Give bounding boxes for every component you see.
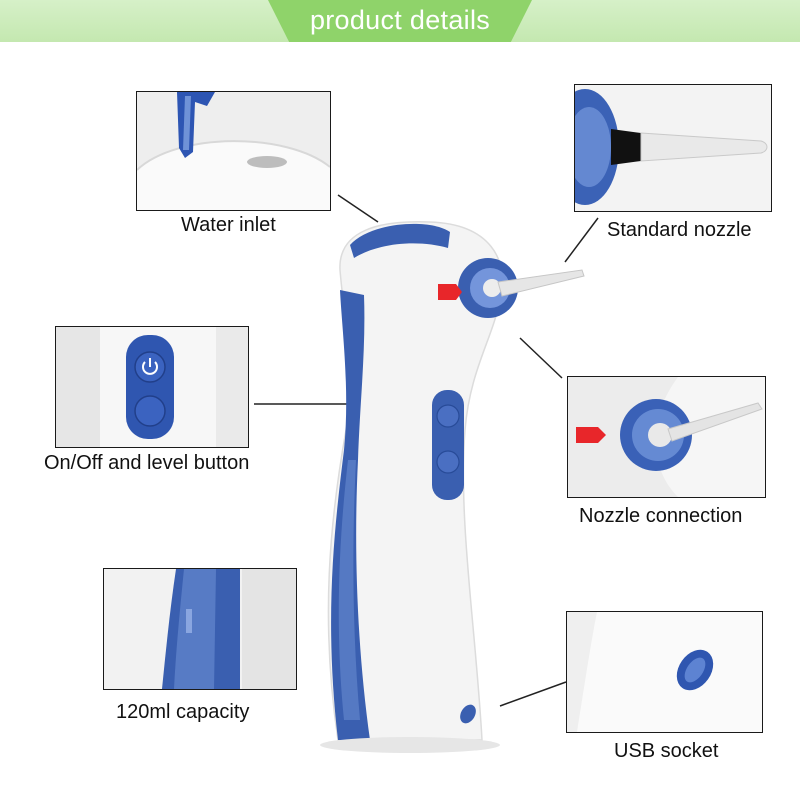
leader-usb-socket — [499, 681, 567, 707]
caption-on-off-button: On/Off and level button — [44, 452, 250, 474]
banner-tab — [268, 0, 532, 42]
inset-standard-nozzle — [574, 84, 772, 212]
inset-nozzle-connection — [567, 376, 766, 498]
inset-capacity — [103, 568, 297, 690]
power-icon — [142, 358, 158, 375]
inset-water-inlet — [136, 91, 331, 211]
banner-title: product details — [309, 5, 491, 35]
leader-nozzle-connection — [519, 337, 563, 379]
caption-usb-socket: USB socket — [614, 740, 719, 762]
inset-usb-socket — [566, 611, 763, 733]
inset-on-off-button — [55, 326, 249, 448]
on-off-button-photo — [56, 327, 248, 447]
nozzle-connection-photo — [568, 377, 765, 497]
caption-capacity: 120ml capacity — [116, 701, 250, 723]
standard-nozzle-photo — [575, 85, 771, 211]
caption-nozzle-connection: Nozzle connection — [579, 505, 743, 527]
capacity-photo — [104, 569, 296, 689]
leader-standard-nozzle — [564, 217, 599, 263]
water-inlet-photo — [137, 92, 330, 210]
oral-irrigator-product — [320, 221, 585, 753]
caption-water-inlet: Water inlet — [181, 214, 276, 236]
usb-socket-photo — [567, 612, 762, 732]
leader-water-inlet — [337, 194, 379, 223]
caption-standard-nozzle: Standard nozzle — [607, 219, 752, 241]
